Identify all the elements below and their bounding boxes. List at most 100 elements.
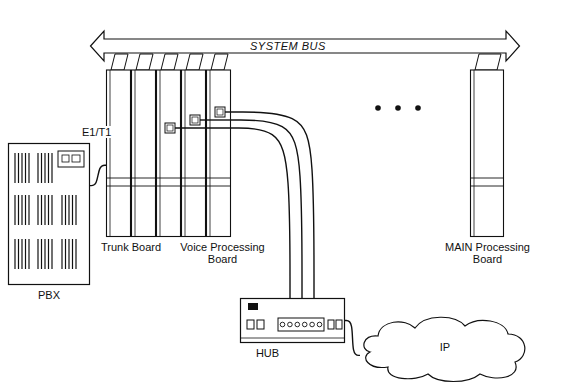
- pbx-rack-stripe: [41, 239, 42, 269]
- pbx-display-panel: [58, 151, 84, 167]
- cable-stub: [225, 111, 231, 112]
- card-band: [182, 186, 206, 187]
- card-edge: [160, 70, 161, 237]
- system-bus-band: SYSTEM BUS: [90, 30, 520, 62]
- pbx-cabinet: PBX: [8, 143, 90, 285]
- hub-box: HUB: [240, 298, 345, 343]
- card-body: [107, 70, 131, 237]
- link-label: E1/T1: [80, 126, 113, 138]
- ellipsis-dot: [375, 105, 381, 111]
- voice-processing-board: Voice Processing Board: [156, 62, 231, 237]
- pbx-rack-stripe: [72, 195, 73, 225]
- card-band: [107, 178, 131, 179]
- card-band: [157, 186, 181, 187]
- card-band: [207, 178, 231, 179]
- network-cable: [231, 128, 290, 298]
- card-tab: [136, 54, 153, 70]
- pbx-rack-stripe: [44, 195, 45, 225]
- ellipsis-dot: [415, 105, 421, 111]
- cloud-outline: [364, 317, 525, 381]
- card-body: [157, 70, 181, 237]
- pbx-rack-stripe: [25, 153, 26, 183]
- pbx-rack-stripe: [21, 153, 22, 183]
- card-body: [182, 70, 206, 237]
- ip-cloud: IP: [360, 312, 530, 382]
- pbx-rack-stripe: [51, 195, 52, 225]
- card-band: [207, 186, 231, 187]
- pbx-label: PBX: [8, 289, 90, 301]
- hub-outline: [241, 299, 345, 343]
- pbx-cabinet-outline: [9, 144, 90, 285]
- pbx-rack-stripe: [68, 195, 69, 225]
- trunk-line: [90, 165, 106, 185]
- hub-port: [302, 322, 307, 327]
- card-band: [157, 178, 181, 179]
- card-body: [132, 70, 156, 237]
- trunk-board-outline: [106, 62, 156, 237]
- pbx-rack-stripe: [37, 195, 38, 225]
- hub-port: [288, 322, 293, 327]
- main-processing-board: MAIN Processing Board: [470, 62, 504, 237]
- pbx-rack-stripe: [48, 195, 49, 225]
- board-label: Voice Processing Board: [175, 241, 270, 265]
- card-band: [107, 186, 131, 187]
- card-edge: [110, 70, 111, 237]
- hub-port: [280, 322, 285, 327]
- pbx-rack-stripe: [14, 153, 15, 183]
- hub-port: [257, 320, 264, 329]
- voice-processing-board-outline: [156, 62, 231, 237]
- card-band: [132, 178, 156, 179]
- pbx-rack-stripe: [51, 153, 52, 183]
- pbx-rack-stripe: [65, 195, 66, 225]
- pbx-rack-stripe: [14, 239, 15, 269]
- pbx-rack-stripe: [68, 239, 69, 269]
- pbx-rack-stripe: [48, 239, 49, 269]
- ellipsis-dot: [395, 105, 401, 111]
- card-body: [471, 70, 504, 237]
- hub-box-outline: [240, 298, 345, 343]
- rj-jack-inner: [167, 125, 173, 131]
- pbx-rack-stripe: [21, 195, 22, 225]
- hub-port: [336, 320, 342, 329]
- rj-jack: [215, 107, 225, 117]
- card-body: [207, 70, 231, 237]
- hub-port: [317, 322, 322, 327]
- pbx-rack-stripe: [18, 195, 19, 225]
- pbx-rack-stripe: [25, 239, 26, 269]
- pbx-rack-stripe: [25, 195, 26, 225]
- pbx-display: [62, 155, 69, 162]
- card-tab: [111, 54, 128, 70]
- pbx-cabinet-outline: [8, 143, 90, 285]
- card-edge: [185, 70, 186, 237]
- card-edge: [210, 70, 211, 237]
- card-band: [182, 178, 206, 179]
- pbx-rack-stripe: [51, 239, 52, 269]
- pbx-rack-stripe: [44, 239, 45, 269]
- pbx-rack-stripe: [61, 195, 62, 225]
- card-tab: [186, 54, 203, 70]
- pbx-rack-stripe: [37, 239, 38, 269]
- pbx-rack-stripe: [41, 195, 42, 225]
- pbx-rack-stripe: [44, 153, 45, 183]
- pbx-rack-stripe: [28, 153, 29, 183]
- hub-port: [295, 322, 300, 327]
- cloud-label: IP: [440, 341, 450, 353]
- cable-stub: [175, 127, 231, 128]
- card-band: [471, 178, 504, 179]
- bus-double-arrow: [91, 31, 520, 61]
- bus-label: SYSTEM BUS: [250, 40, 326, 52]
- pbx-rack-stripe: [75, 195, 76, 225]
- network-cable: [231, 120, 302, 298]
- pbx-rack-stripe: [14, 195, 15, 225]
- pbx-rack-stripe: [41, 153, 42, 183]
- pbx-rack-stripe: [48, 153, 49, 183]
- board-label: Trunk Board: [91, 241, 171, 253]
- rj-jack-inner: [192, 117, 198, 123]
- pbx-display: [72, 155, 80, 162]
- hub-port-module: [278, 318, 324, 331]
- pbx-rack-stripe: [37, 153, 38, 183]
- card-band: [471, 186, 504, 187]
- main-processing-board-outline: [470, 62, 504, 237]
- network-cable: [345, 321, 360, 356]
